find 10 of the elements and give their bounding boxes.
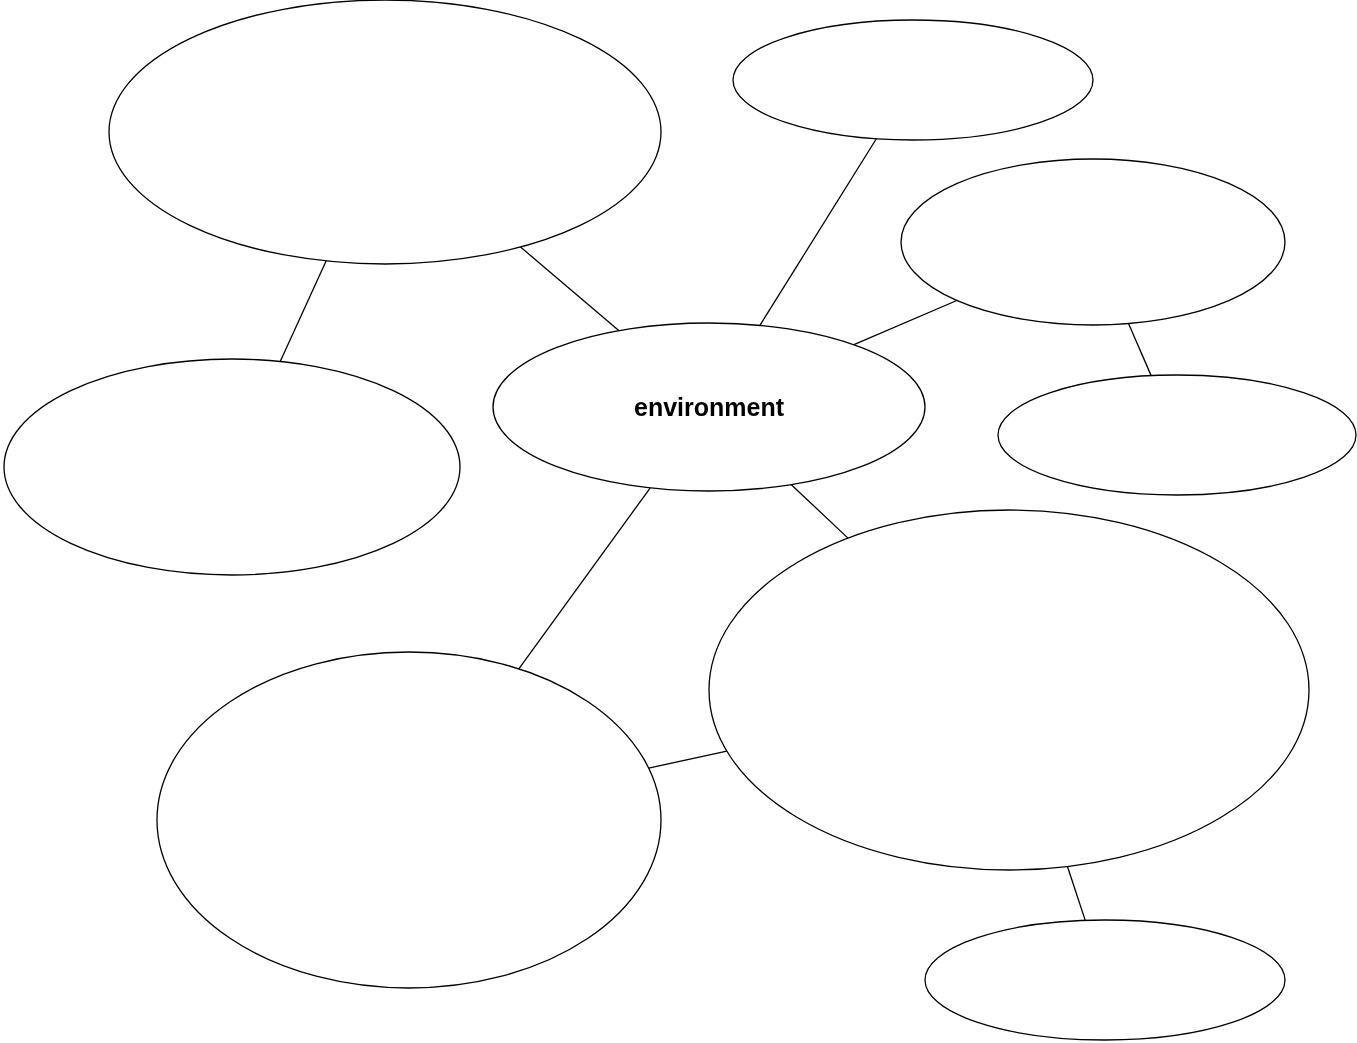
connector-line — [648, 750, 728, 769]
connector-line — [790, 484, 849, 539]
connector-line — [853, 299, 958, 346]
connector-line — [518, 487, 651, 670]
connector-line — [519, 246, 620, 332]
connector-line — [759, 138, 877, 326]
connector-line — [1127, 322, 1152, 377]
connector-line — [279, 260, 327, 363]
connector-line — [1066, 865, 1086, 921]
node-label: environment — [634, 392, 784, 422]
